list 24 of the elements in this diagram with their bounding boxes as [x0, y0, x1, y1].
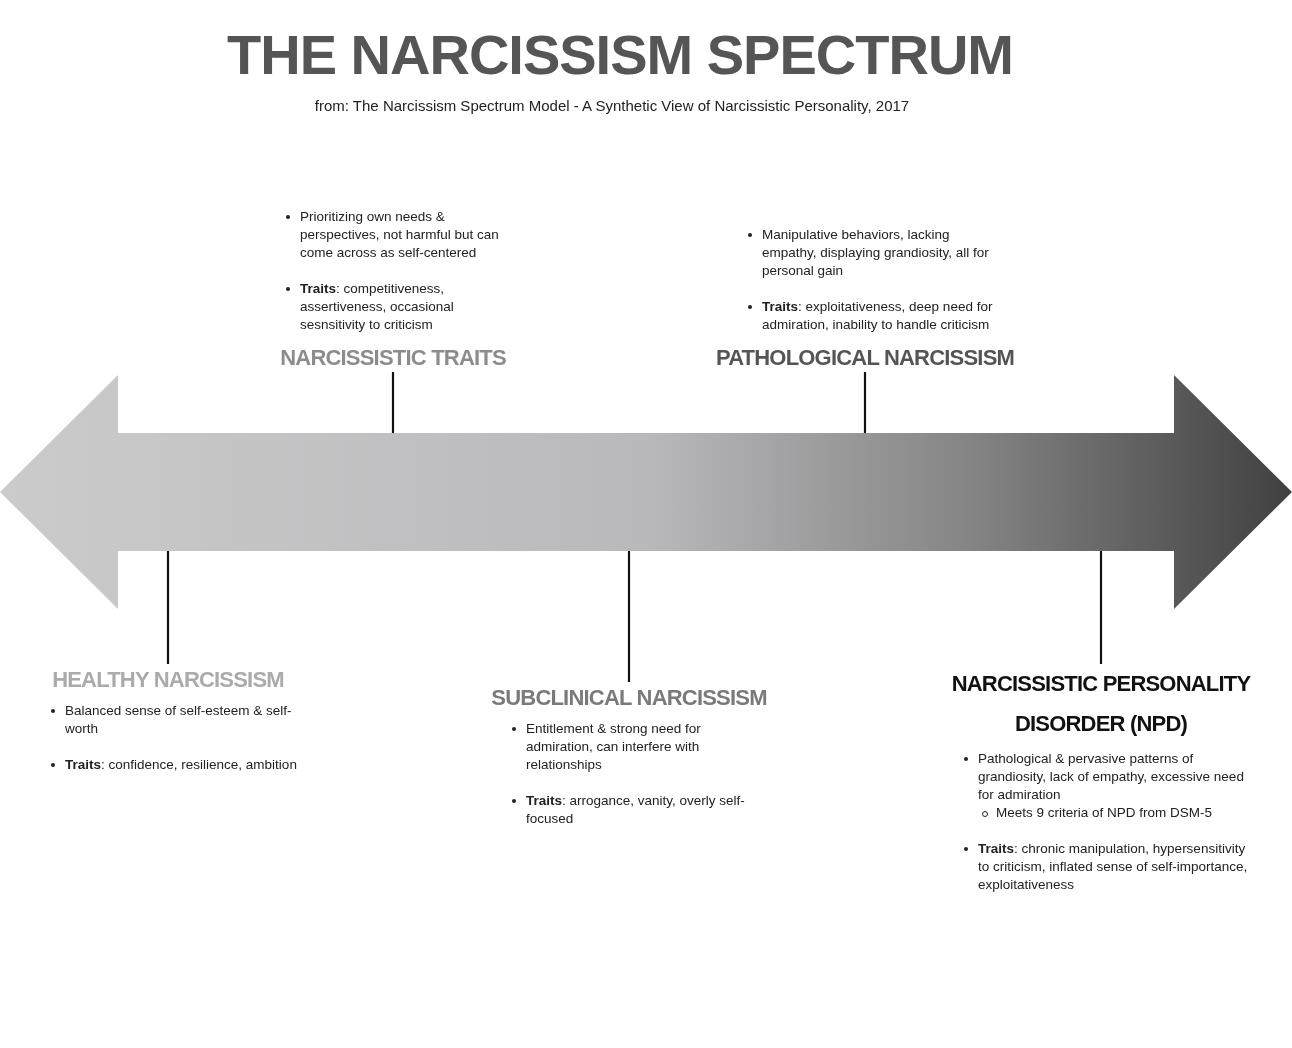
stage-heading: NARCISSISTIC PERSONALITY DISORDER (NPD) — [950, 670, 1252, 738]
leader-line — [863, 372, 867, 433]
leader-line — [1099, 551, 1103, 664]
stage-heading: PATHOLOGICAL NARCISSISM — [714, 344, 1016, 372]
bullet-text: Traits: exploitativeness, deep need for admiration, inability to handle criticism — [746, 298, 1000, 334]
bullet-text: Manipulative behaviors, lacking empathy, displaying grandiosity, all for personal gain — [746, 226, 1000, 280]
source-caption: from: The Narcissism Spectrum Model - A Synthetic View of Narcissistic Personality, 2017 — [313, 97, 911, 114]
bullet-text: Traits: chronic manipulation, hypersensitivity to criticism, inflated sense of self-importance, exploitativeness — [962, 840, 1256, 894]
bullet-text: Traits: competitiveness, assertiveness, occasional sesnsitivity to criticism — [284, 280, 518, 334]
bullet-text: Traits: confidence, resilience, ambition — [49, 756, 303, 774]
bullet-text: Traits: arrogance, vanity, overly self-focused — [510, 792, 764, 828]
double-arrow — [0, 375, 1292, 609]
leader-line — [627, 551, 631, 682]
stage-heading: HEALTHY NARCISSISM — [51, 666, 285, 694]
bullet-text: Entitlement & strong need for admiration, can interfere with relationships — [510, 720, 764, 774]
title: THE NARCISSISM SPECTRUM — [226, 22, 1014, 88]
bullet-text: Pathological & pervasive patterns of grandiosity, lack of empathy, excessive need for admiration — [962, 750, 1256, 804]
leader-line — [166, 551, 170, 664]
stage-heading: NARCISSISTIC TRAITS — [279, 344, 507, 372]
bullet-text: Meets 9 criteria of NPD from DSM-5 — [962, 804, 1256, 822]
bullet-text: Balanced sense of self-esteem & self-worth — [49, 702, 303, 738]
stage-heading: SUBCLINICAL NARCISSISM — [490, 684, 768, 712]
bullet-text: Prioritizing own needs & perspectives, not harmful but can come across as self-centered — [284, 208, 518, 262]
leader-line — [391, 372, 395, 433]
